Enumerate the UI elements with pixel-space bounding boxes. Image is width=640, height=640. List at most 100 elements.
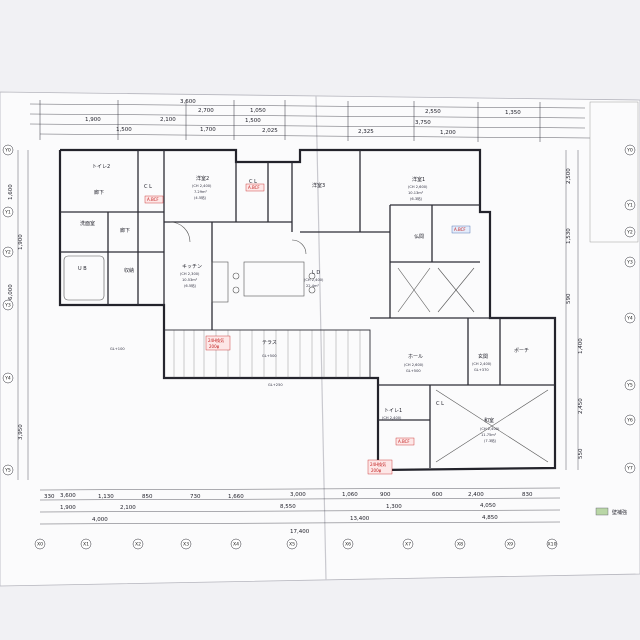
dim-right-3: 590 xyxy=(566,293,572,304)
grid-bubble-left-2-label: Y2 xyxy=(4,250,11,256)
room-cl-lower: C L xyxy=(436,401,444,407)
dim-bot-1: 3,600 xyxy=(60,493,76,499)
dim-bot2-1: 1,900 xyxy=(60,505,76,511)
room-kitchen: キッチン xyxy=(182,264,202,270)
grid-bubble-bottom-3-label: X3 xyxy=(183,542,189,548)
room-cl-upper: C L xyxy=(144,184,152,190)
dim-top2-4: 3,750 xyxy=(415,120,431,126)
grid-bubble-left-4-label: Y4 xyxy=(4,376,11,382)
dim-left-3: 1,900 xyxy=(18,234,24,250)
total-width: 17,400 xyxy=(290,529,310,535)
detail-hall-ch: (CH 2,600) xyxy=(404,363,424,367)
detail-washitsu-area: 11.75m² xyxy=(481,433,497,437)
bottom-dim-row2: 330 1,130 850 730 1,660 600 830 xyxy=(44,492,533,500)
grid-bubble-left-3: Y3 xyxy=(2,299,14,311)
grid-bubble-bottom-1-label: X1 xyxy=(83,542,89,548)
interior-walls xyxy=(60,150,555,468)
grid-bubble-right-0-label: Y0 xyxy=(626,148,633,154)
red-label-2: A.BCF xyxy=(248,185,260,190)
grid-bubble-right-5: Y5 xyxy=(624,379,636,391)
dim-bot-4: 900 xyxy=(380,492,391,498)
grid-bubble-right-4: Y4 xyxy=(624,312,636,324)
grid-bubble-bottom-1: X1 xyxy=(80,538,92,550)
room-storage: 収納 xyxy=(124,267,134,274)
room-terrace: テラス xyxy=(262,340,277,346)
detail-hall-gl: GL+500 xyxy=(406,369,421,373)
bottom-dim-row4: 4,000 13,400 4,850 xyxy=(92,515,498,523)
dim-right-6: 550 xyxy=(578,448,584,459)
dim-right-1: 2,500 xyxy=(566,168,572,184)
bottom-dim-row3: 1,900 2,100 8,550 1,300 4,050 xyxy=(60,503,496,511)
grid-bubble-left-0-label: Y0 xyxy=(4,148,11,154)
bottom-dimensions xyxy=(39,487,561,525)
grid-bubble-right-2-label: Y2 xyxy=(626,230,633,236)
dim-top-1: 3,600 xyxy=(180,99,196,105)
grid-bubble-right-6: Y6 xyxy=(624,414,636,426)
room-ld: L D xyxy=(312,270,320,276)
detail-terrace-gl: GL+500 xyxy=(262,354,277,358)
grid-bubble-bottom-4: X4 xyxy=(230,538,242,550)
room-butsuma: 仏間 xyxy=(414,234,424,240)
dim-right-5: 2,450 xyxy=(578,398,584,414)
room-ub: U B xyxy=(78,266,87,272)
detail-entrance-ch: (CH 2,400) xyxy=(472,362,492,366)
grid-bubble-left-5: Y5 xyxy=(2,464,14,476)
grid-bubble-right-3: Y3 xyxy=(624,256,636,268)
grid-bubble-left-1: Y1 xyxy=(2,206,14,218)
dim-left-4: 3,950 xyxy=(18,424,24,440)
grid-bubble-bottom-5-label: X5 xyxy=(289,542,295,548)
right-dimensions xyxy=(565,150,579,470)
grid-bubble-right-7: Y7 xyxy=(624,462,636,474)
room-hallway-upper: 廊下 xyxy=(94,189,104,196)
dim-top-4: 2,550 xyxy=(425,109,441,115)
dim-bot2b-6: 600 xyxy=(432,492,443,498)
detail-western2-ch: (CH 2,400) xyxy=(192,184,212,188)
paper-sheet xyxy=(0,91,640,587)
room-cl-center: C L xyxy=(249,179,257,185)
red-note-2b: 200φ xyxy=(371,468,382,473)
room-labels: トイレ2 廊下 C L 洋室2 (CH 2,400) 7.29m² (4.5帖)… xyxy=(78,164,529,443)
detail-western2-area: 7.29m² xyxy=(194,190,208,194)
dim-bot2b-2: 1,130 xyxy=(98,494,114,500)
dim-right-2: 1,530 xyxy=(566,228,572,244)
grid-bubble-right-4-label: Y4 xyxy=(626,316,633,322)
dim-bot3-2: 13,400 xyxy=(350,516,370,522)
grid-bubble-bottom-8: X8 xyxy=(454,538,466,550)
right-panel: 壁補強 xyxy=(589,101,639,516)
dim-bot2b-5: 1,660 xyxy=(228,494,244,500)
room-western2: 洋室2 xyxy=(196,175,209,182)
dim-bot-3: 1,060 xyxy=(342,492,358,498)
dim-bot3-3: 4,850 xyxy=(482,515,498,521)
room-western3: 洋室3 xyxy=(312,182,325,189)
grid-bubble-right-1: Y1 xyxy=(624,199,636,211)
dim-bot-2: 3,000 xyxy=(290,492,306,498)
grid-bubble-right-2: Y2 xyxy=(624,226,636,238)
top-dim-row2: 1,900 2,100 1,500 3,750 xyxy=(85,117,431,126)
dim-top-5: 1,350 xyxy=(505,110,521,116)
detail-gl-250: GL+250 xyxy=(268,383,283,387)
grid-bubble-bottom-6-label: X6 xyxy=(345,542,351,548)
grid-bubble-left-1-label: Y1 xyxy=(4,210,11,216)
dim-row3-4: 2,325 xyxy=(358,129,374,135)
room-hall: ホール xyxy=(408,354,423,360)
top-dimensions xyxy=(29,100,591,142)
grid-bubble-left-5-label: Y5 xyxy=(4,468,11,474)
grid-bubble-bottom-5: X5 xyxy=(286,538,298,550)
legend-label: 壁補強 xyxy=(612,509,627,516)
dim-bot2-5: 4,050 xyxy=(480,503,496,509)
room-toilet1: トイレ1 xyxy=(384,408,402,414)
dim-bot3-1: 4,000 xyxy=(92,517,108,523)
detail-kitchen-area: 10.53m² xyxy=(182,278,198,282)
red-note-1b: 200φ xyxy=(209,344,220,349)
room-porch: ポーチ xyxy=(514,347,529,354)
red-note-2a: 24H換気 xyxy=(370,461,386,467)
grid-bubble-left-0: Y0 xyxy=(2,144,14,156)
detail-western1-ch: (CH 2,600) xyxy=(408,185,428,189)
dim-left-1: 1,600 xyxy=(8,184,14,200)
dim-top2-3: 1,500 xyxy=(245,118,261,124)
dim-row3-2: 1,700 xyxy=(200,127,216,133)
grid-bubble-right-5-label: Y5 xyxy=(626,383,633,389)
detail-western1-jo: (6.3帖) xyxy=(410,196,423,201)
